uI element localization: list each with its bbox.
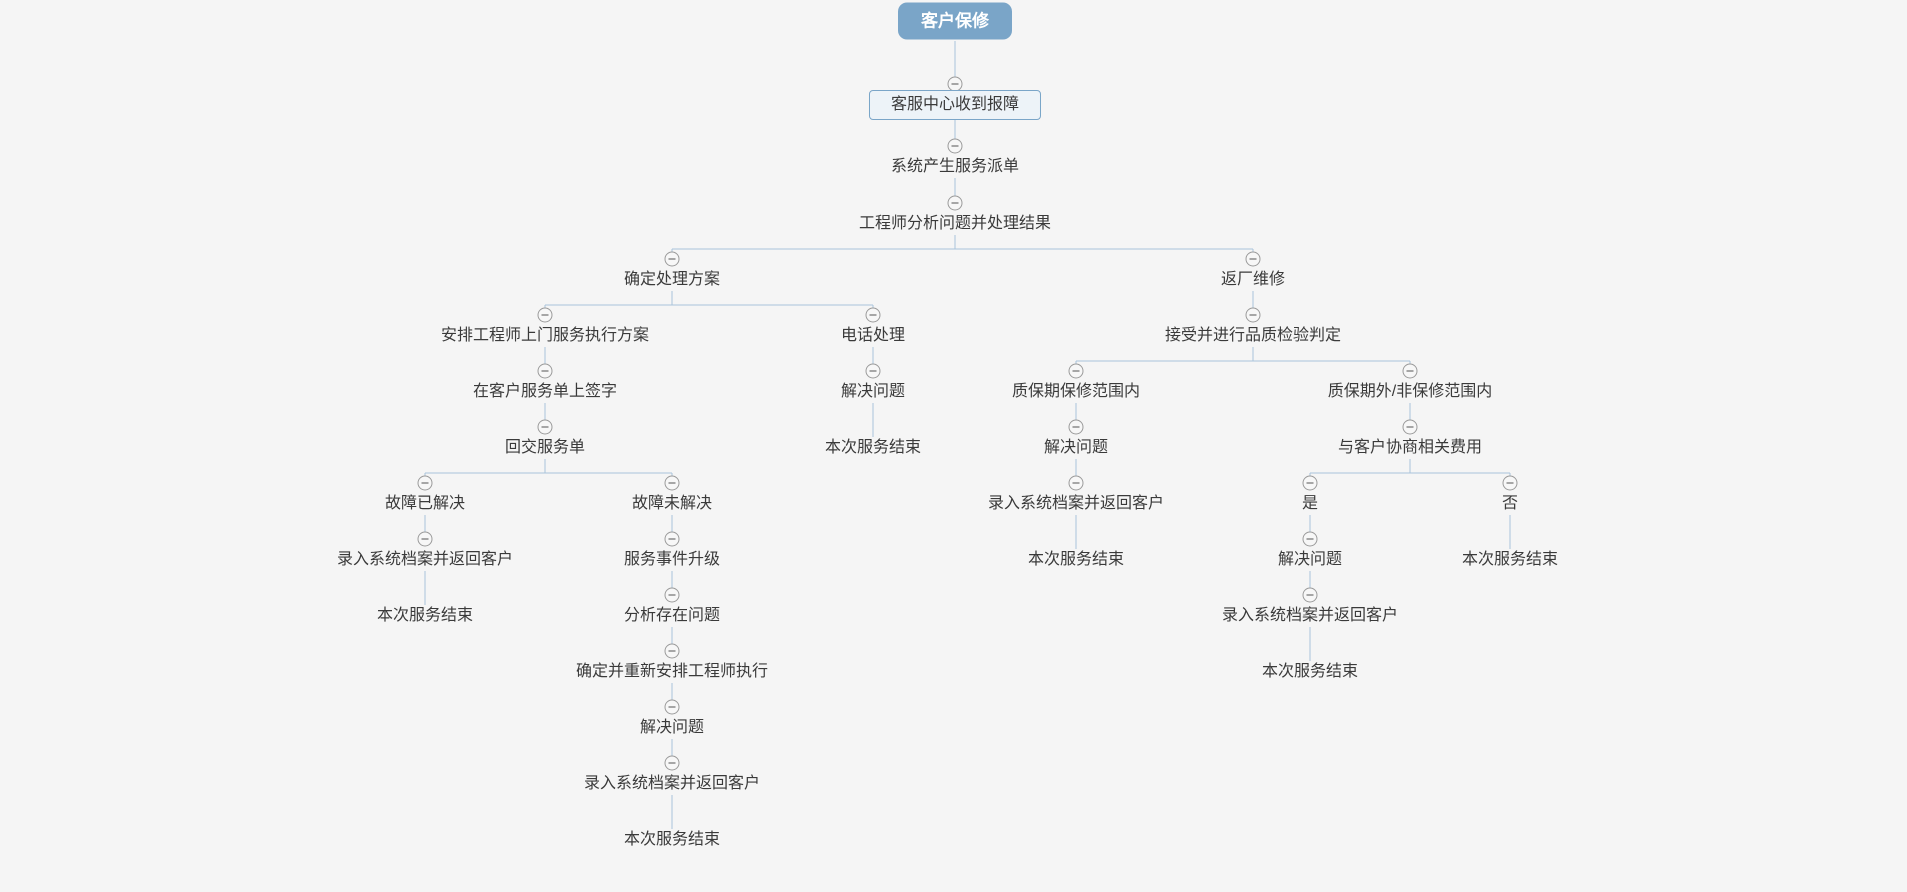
node-analyze-problem[interactable]: 分析存在问题 xyxy=(623,607,721,624)
collapse-button[interactable] xyxy=(1245,307,1261,323)
node-event-upgrade[interactable]: 服务事件升级 xyxy=(623,551,721,568)
collapse-button[interactable] xyxy=(537,419,553,435)
node-quality-check[interactable]: 接受并进行品质检验判定 xyxy=(1164,327,1342,344)
node-fault-unsolved[interactable]: 故障未解决 xyxy=(631,495,713,512)
node-warranty-end[interactable]: 本次服务结束 xyxy=(1027,551,1125,568)
node-warranty-solve[interactable]: 解决问题 xyxy=(1043,439,1109,456)
collapse-button[interactable] xyxy=(1068,475,1084,491)
node-out-warranty[interactable]: 质保期外/非保修范围内 xyxy=(1327,383,1493,400)
collapse-button[interactable] xyxy=(664,475,680,491)
collapse-button[interactable] xyxy=(1502,475,1518,491)
node-decide-plan[interactable]: 确定处理方案 xyxy=(623,271,721,288)
collapse-button[interactable] xyxy=(1245,251,1261,267)
node-rearrange-solve[interactable]: 解决问题 xyxy=(639,719,705,736)
collapse-button[interactable] xyxy=(664,587,680,603)
collapse-button[interactable] xyxy=(664,251,680,267)
node-negotiate-fee[interactable]: 与客户协商相关费用 xyxy=(1337,439,1483,456)
node-phone-handle[interactable]: 电话处理 xyxy=(840,327,906,344)
collapse-button[interactable] xyxy=(947,138,963,154)
collapse-button[interactable] xyxy=(1068,363,1084,379)
node-engineer-analyze[interactable]: 工程师分析问题并处理结果 xyxy=(858,215,1052,232)
node-solved-record[interactable]: 录入系统档案并返回客户 xyxy=(336,551,514,568)
collapse-button[interactable] xyxy=(1302,475,1318,491)
node-rearrange-record[interactable]: 录入系统档案并返回客户 xyxy=(583,775,761,792)
node-phone-solve[interactable]: 解决问题 xyxy=(840,383,906,400)
node-onsite-service[interactable]: 安排工程师上门服务执行方案 xyxy=(440,327,650,344)
node-in-warranty[interactable]: 质保期保修范围内 xyxy=(1011,383,1141,400)
node-receive-report[interactable]: 客服中心收到报障 xyxy=(868,90,1042,120)
node-warranty-record[interactable]: 录入系统档案并返回客户 xyxy=(987,495,1165,512)
node-fee-no-end[interactable]: 本次服务结束 xyxy=(1461,551,1559,568)
node-rearrange-engineer[interactable]: 确定并重新安排工程师执行 xyxy=(575,663,769,680)
collapse-button[interactable] xyxy=(1302,531,1318,547)
node-return-sheet[interactable]: 回交服务单 xyxy=(504,439,586,456)
node-rearrange-end[interactable]: 本次服务结束 xyxy=(623,831,721,848)
node-fee-yes[interactable]: 是 xyxy=(1301,495,1319,512)
node-generate-order[interactable]: 系统产生服务派单 xyxy=(890,158,1020,175)
node-solved-end[interactable]: 本次服务结束 xyxy=(376,607,474,624)
node-fee-no[interactable]: 否 xyxy=(1501,495,1519,512)
collapse-button[interactable] xyxy=(417,475,433,491)
node-root[interactable]: 客户保修 xyxy=(898,2,1012,40)
node-phone-end[interactable]: 本次服务结束 xyxy=(824,439,922,456)
collapse-button[interactable] xyxy=(664,531,680,547)
collapse-button[interactable] xyxy=(537,307,553,323)
collapse-button[interactable] xyxy=(1068,419,1084,435)
collapse-button[interactable] xyxy=(1302,587,1318,603)
collapse-button[interactable] xyxy=(865,363,881,379)
node-fee-yes-end[interactable]: 本次服务结束 xyxy=(1261,663,1359,680)
collapse-button[interactable] xyxy=(865,307,881,323)
node-fault-solved[interactable]: 故障已解决 xyxy=(384,495,466,512)
node-sign-service-sheet[interactable]: 在客户服务单上签字 xyxy=(472,383,618,400)
collapse-button[interactable] xyxy=(417,531,433,547)
collapse-button[interactable] xyxy=(537,363,553,379)
collapse-button[interactable] xyxy=(664,755,680,771)
node-fee-yes-solve[interactable]: 解决问题 xyxy=(1277,551,1343,568)
collapse-button[interactable] xyxy=(947,195,963,211)
collapse-button[interactable] xyxy=(664,699,680,715)
node-factory-repair[interactable]: 返厂维修 xyxy=(1220,271,1286,288)
collapse-button[interactable] xyxy=(664,643,680,659)
node-fee-yes-record[interactable]: 录入系统档案并返回客户 xyxy=(1221,607,1399,624)
collapse-button[interactable] xyxy=(1402,419,1418,435)
collapse-button[interactable] xyxy=(1402,363,1418,379)
